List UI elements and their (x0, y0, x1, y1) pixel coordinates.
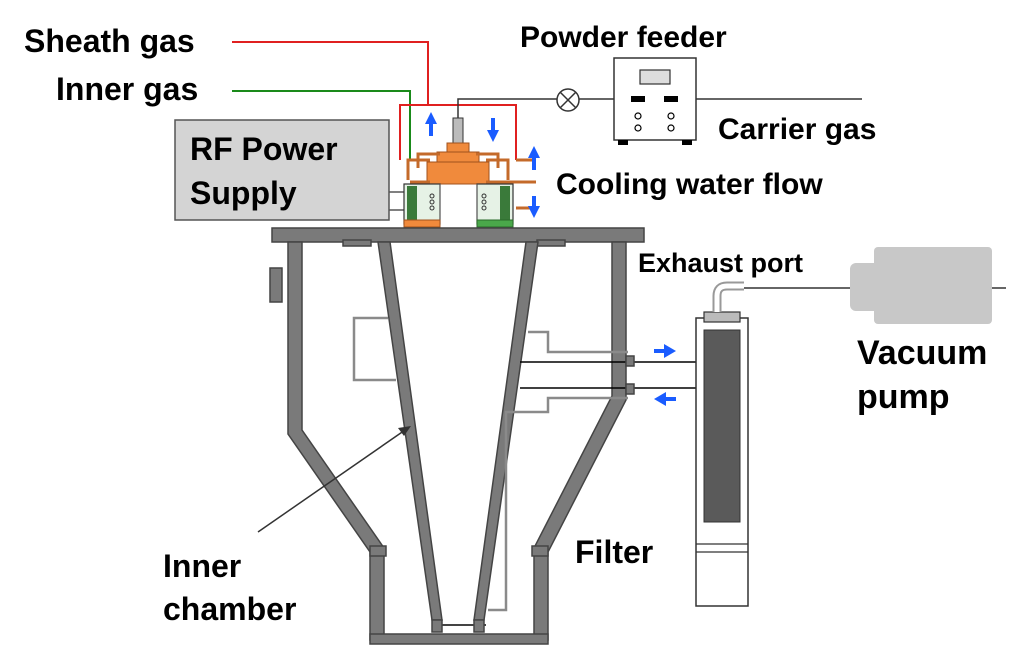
exhaust-port-label: Exhaust port (638, 248, 803, 278)
vacuum-pump-label-line1: Vacuum (857, 334, 987, 372)
outer-chamber-wall-right (533, 241, 627, 641)
carrier-gas-label: Carrier gas (718, 113, 876, 146)
cooling-arrow-down-icon (528, 196, 540, 218)
cooling-water-flow-label: Cooling water flow (556, 168, 823, 201)
inner-chamber-label-line1: Inner (163, 548, 241, 584)
inner-gas-line (232, 90, 411, 160)
inner-gas-label: Inner gas (56, 71, 198, 107)
rf-power-supply-box (174, 119, 390, 221)
cooling-arrow-up-icon (528, 146, 540, 170)
vacuum-pump-unit (850, 247, 992, 324)
flow-arrow-up-icon (425, 112, 437, 136)
filter-label: Filter (575, 534, 653, 570)
side-viewport (269, 267, 283, 303)
outer-chamber-bottom (369, 633, 549, 645)
rf-power-label-line1: RF Power (190, 131, 338, 167)
powder-feeder-label: Powder feeder (520, 21, 727, 54)
coolant-in-arrow-icon (654, 392, 676, 406)
outer-chamber-wall-left (287, 241, 385, 641)
plasma-torch (403, 117, 536, 228)
filter-unit (695, 311, 749, 607)
reactor-lid (271, 227, 645, 243)
inner-chamber-pointer (257, 426, 411, 533)
inner-chamber-label-line2: chamber (163, 591, 296, 627)
jacket-line-right-top (528, 330, 628, 354)
inner-chamber-wall-left (377, 241, 443, 621)
sheath-gas-label: Sheath gas (24, 23, 195, 59)
rf-power-label-line2: Supply (190, 175, 297, 211)
jacket-line-left (352, 316, 396, 382)
jacket-line-right-bottom (522, 396, 628, 414)
sheath-gas-line (232, 41, 429, 105)
coolant-out-arrow-icon (654, 344, 676, 358)
powder-feeder-unit (613, 57, 697, 145)
valve-icon (556, 88, 580, 112)
vacuum-pump-label-line2: pump (857, 378, 950, 416)
exhaust-port-elbow (712, 281, 744, 312)
jacket-line-right-down (488, 410, 522, 612)
flow-arrow-down-icon (487, 118, 499, 142)
